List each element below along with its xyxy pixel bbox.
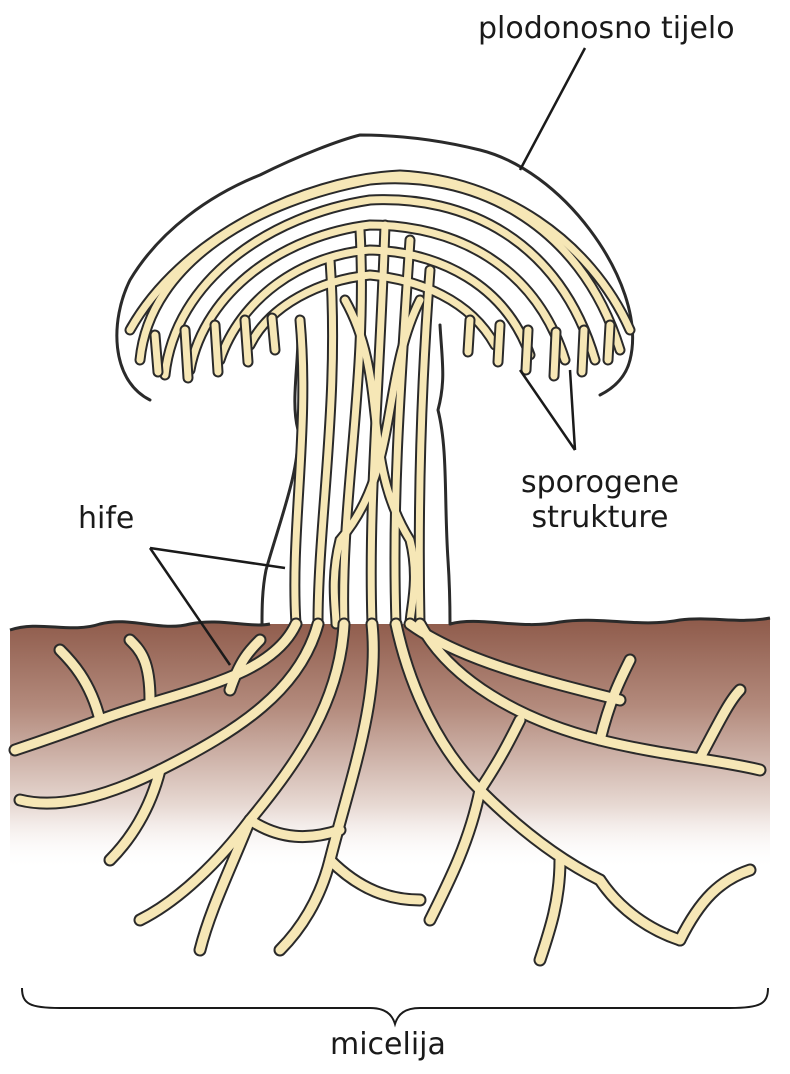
leader-sporogenic-2 <box>570 370 575 450</box>
label-sporogenic-line1: sporogene <box>500 466 700 501</box>
mycelium-brace <box>22 988 768 1024</box>
leader-sporogenic-1 <box>520 370 575 450</box>
stem-right-outline <box>438 325 450 624</box>
label-sporogenic-structures: sporogene strukture <box>500 466 700 535</box>
label-fruiting-body: plodonosno tijelo <box>478 12 735 47</box>
leader-hyphae-1 <box>150 548 285 568</box>
label-sporogenic-line2: strukture <box>500 501 700 536</box>
label-mycelium: micelija <box>330 1028 446 1063</box>
soil-layer <box>10 618 770 870</box>
label-hyphae: hife <box>78 502 134 537</box>
leader-fruiting-body <box>520 48 585 170</box>
